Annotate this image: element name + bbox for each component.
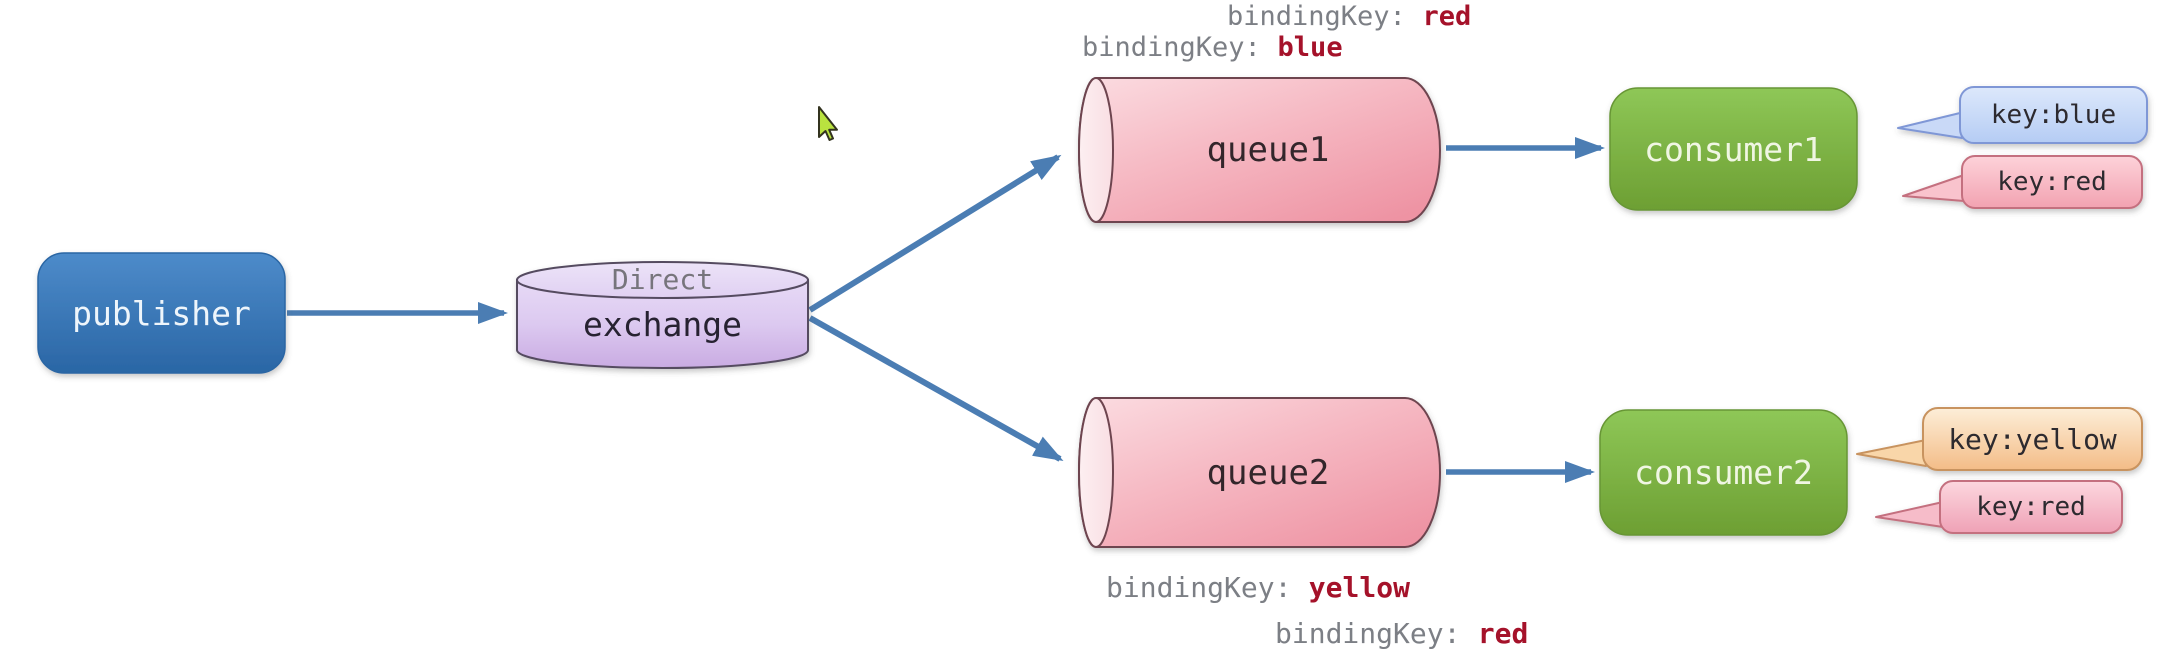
consumer2-node (1599, 409, 1848, 536)
binding-key-queue2-yellow: bindingKey: yellow (1106, 570, 1410, 604)
binding-key-queue1-red: bindingKey: red (1227, 0, 1471, 33)
queue2-cylinder (1078, 397, 1441, 548)
badge-key-red-top (1902, 155, 2143, 209)
publisher-node (37, 252, 286, 374)
binding-key-value: blue (1277, 31, 1343, 63)
binding-key-label: bindingKey: (1082, 31, 1261, 63)
badge-key-yellow (1856, 407, 2143, 471)
binding-key-value: red (1477, 616, 1529, 650)
binding-key-queue2-red: bindingKey: red (1275, 616, 1528, 650)
arrow-exchange-to-queue2 (808, 315, 1064, 462)
binding-key-label: bindingKey: (1275, 616, 1461, 650)
queue1-cylinder (1078, 77, 1441, 223)
consumer1-node (1609, 87, 1858, 211)
badge-key-blue (1897, 86, 2148, 144)
mouse-cursor-icon (818, 106, 838, 141)
arrow-exchange-to-queue1 (808, 154, 1062, 313)
exchange-cylinder (516, 261, 809, 369)
badge-key-red-bottom (1875, 480, 2123, 534)
binding-key-label: bindingKey: (1106, 570, 1292, 604)
binding-key-queue1-blue: bindingKey: blue (1082, 30, 1343, 64)
binding-key-label: bindingKey: (1227, 0, 1406, 32)
binding-key-value: red (1422, 0, 1472, 32)
binding-key-value: yellow (1308, 570, 1410, 604)
